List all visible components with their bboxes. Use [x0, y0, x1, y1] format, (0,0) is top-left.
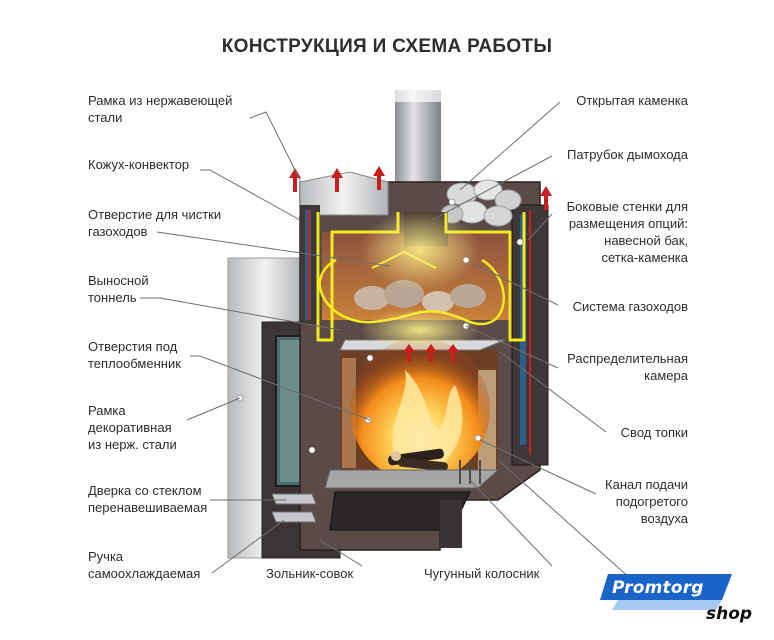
firewood-icon [388, 448, 448, 472]
label-ash-pan: Зольник-совок [266, 566, 354, 581]
label-side-walls: Боковые стенки для размещения опций: нав… [566, 199, 688, 265]
label-gas-duct-system: Система газоходов [572, 299, 688, 314]
label-remote-tunnel: Выносной тоннель [88, 273, 149, 305]
label-air-channel: Канал подачи подогретого воздуха [605, 477, 688, 526]
label-distribution-chamber: Распределительная камера [567, 351, 688, 383]
label-stainless-frame: Рамка из нержавеющей стали [88, 93, 233, 125]
label-cast-iron-grate: Чугунный колосник [424, 566, 540, 581]
label-chimney-pipe: Патрубок дымохода [566, 147, 688, 162]
label-decorative-frame: Рамка декоративная из нерж. стали [88, 403, 177, 452]
page-title: КОНСТРУКЦИЯ И СХЕМА РАБОТЫ [221, 36, 553, 57]
logo-promtorg: Promtorg [612, 578, 704, 598]
logo-shop: shop [706, 604, 753, 624]
red-up-arrow-icon [289, 166, 552, 362]
promtorg-logo-graphic [600, 574, 732, 610]
cast-iron-grate [324, 469, 500, 489]
label-glass-door: Дверка со стеклом перенавешиваемая [88, 483, 208, 515]
label-handle: Ручка самоохлаждаемая [88, 549, 201, 581]
label-open-heater: Открытая каменка [576, 93, 688, 108]
label-exchanger-holes: Отверстия под теплообменник [88, 339, 181, 371]
handle [271, 493, 317, 505]
label-cleaning-hole: Отверстие для чистки газоходов [88, 207, 222, 239]
label-firebox-vault: Свод топки [620, 425, 688, 440]
label-convector-casing: Кожух-конвектор [88, 157, 190, 172]
leader-lines [140, 101, 633, 581]
